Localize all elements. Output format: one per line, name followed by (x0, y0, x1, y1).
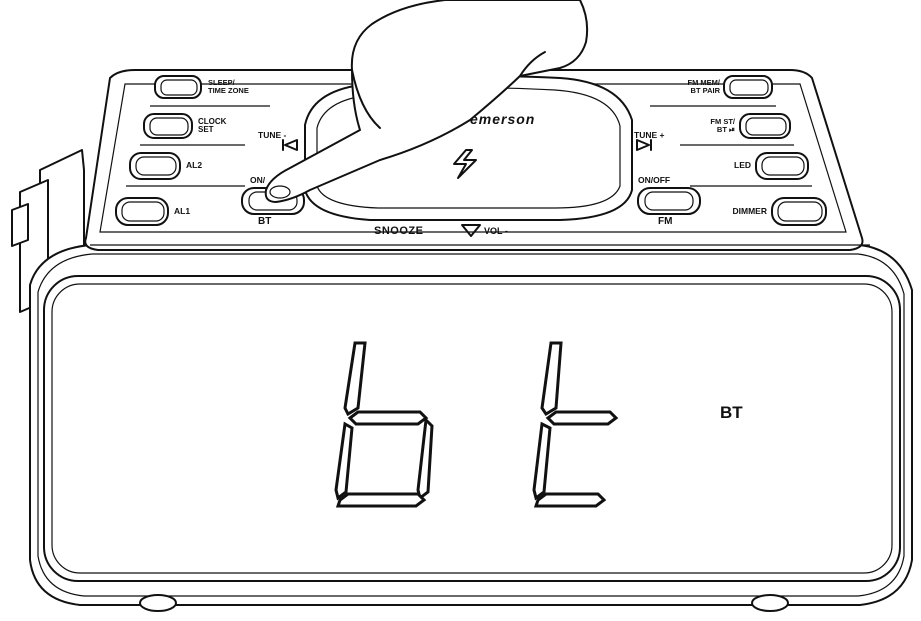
button-fm-mem-bt-pair[interactable] (723, 75, 773, 99)
tune-plus-label: TUNE + (634, 130, 665, 140)
triangle-down-icon (461, 224, 481, 237)
on-off-right-label: ON/OFF (638, 175, 670, 185)
button-dimmer[interactable] (771, 197, 827, 226)
display-digit-b (334, 341, 434, 508)
snooze-label: SNOOZE (374, 225, 423, 237)
button-al2-label: AL2 (186, 160, 202, 170)
skip-back-icon (282, 139, 298, 151)
bt-label: BT (258, 216, 271, 227)
button-fm-mem-bt-pair-label: FM MEM/BT PAIR (688, 78, 721, 95)
button-clock-set[interactable] (143, 113, 193, 139)
button-dimmer-label: DIMMER (733, 206, 767, 216)
hand-illustration (264, 0, 589, 203)
display-indicator: BT (720, 403, 743, 422)
vol-label: VOL - (484, 226, 508, 236)
tune-minus-label: TUNE - (258, 130, 287, 140)
fm-label: FM (658, 216, 672, 227)
button-led[interactable] (755, 152, 809, 180)
button-sleep-time-zone[interactable] (154, 75, 202, 99)
fm-on-off-button[interactable] (637, 187, 701, 215)
brand-logo: emerson (470, 111, 535, 127)
display-window (43, 275, 901, 582)
button-al1[interactable] (115, 197, 169, 226)
skip-forward-icon (636, 139, 652, 151)
display-digit-t (532, 341, 619, 508)
button-al1-label: AL1 (174, 206, 190, 216)
lightning-icon (453, 149, 477, 179)
button-sleep-time-zone-label: SLEEP/TIME ZONE (208, 78, 249, 95)
on-off-left-label: ON/ (250, 175, 266, 185)
button-fm-st-bt-play[interactable] (739, 113, 791, 139)
button-al2[interactable] (129, 152, 181, 180)
button-fm-st-bt-play-label: FM ST/BT ⏯ (710, 117, 735, 134)
button-led-label: LED (734, 160, 751, 170)
